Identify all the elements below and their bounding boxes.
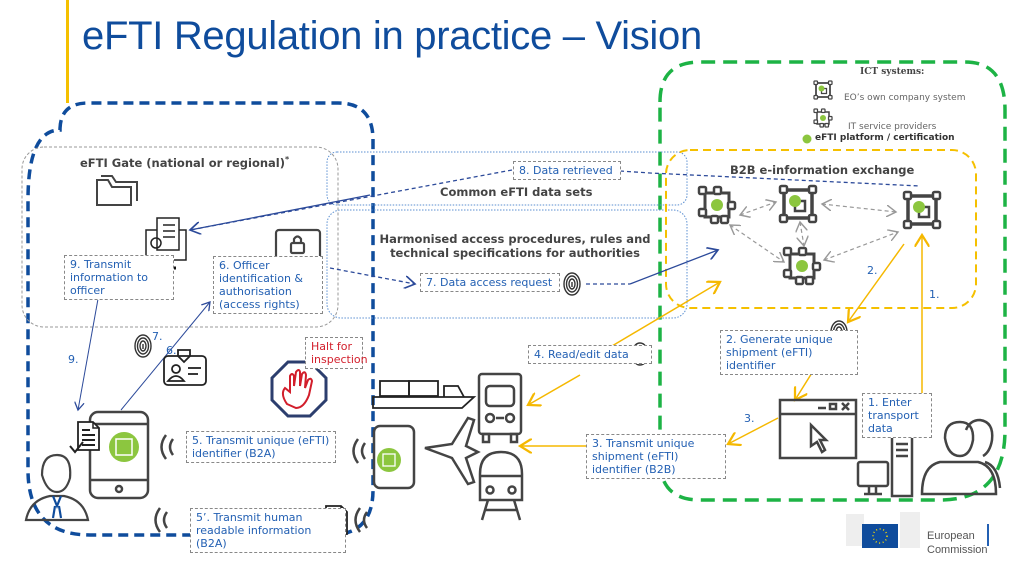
step-7-label: 7. Data access request	[420, 273, 560, 292]
arrow-number-9: 9.	[68, 353, 79, 366]
logo-line-1: European	[927, 530, 975, 542]
step-2-label: 2. Generate unique shipment (eFTI) ident…	[720, 330, 858, 375]
step-4-label: 4. Read/edit data	[528, 345, 652, 364]
logo-line-2: Commission	[927, 544, 988, 556]
green-dot-legend-icon	[802, 134, 812, 144]
truck-icon	[477, 372, 523, 444]
signal-waves-icon	[352, 437, 367, 465]
id-card-icon	[163, 349, 207, 386]
step-5-label: 5. Transmit unique (eFTI) identifier (B2…	[186, 431, 336, 463]
qr-code-icon	[109, 432, 139, 462]
train-icon	[478, 450, 524, 521]
halt-label: Halt for inspection	[305, 337, 368, 369]
fingerprint-icon	[134, 334, 152, 358]
arrow-number-6: 6.	[166, 344, 177, 357]
step-1-label: 1. Enter transport data	[862, 393, 932, 438]
signal-waves-icon	[160, 433, 175, 461]
step-8-label: 8. Data retrieved	[513, 161, 621, 180]
legend-title: ICT systems:	[860, 67, 925, 77]
step-9-label: 9. Transmit information to officer	[64, 255, 174, 300]
it-provider-node	[782, 246, 822, 286]
company-system-node	[902, 190, 942, 230]
desktop-computer-icon	[856, 432, 914, 498]
legend-efti-platform: eFTI platform / certification	[815, 133, 955, 143]
signal-waves-icon	[354, 506, 369, 534]
company-system-node	[778, 184, 818, 224]
legend-it-providers: IT service providers	[848, 122, 937, 132]
common-data-zone-border	[326, 151, 688, 206]
page-title: eFTI Regulation in practice – Vision	[82, 14, 702, 58]
b2b-zone-border	[665, 149, 977, 309]
plane-icon	[424, 416, 481, 486]
legend-company-system: EO’s own company system	[844, 93, 966, 103]
gate-zone-border	[21, 146, 339, 328]
harmonised-zone-border	[326, 209, 688, 319]
driver-phone-icon	[372, 424, 416, 490]
browser-window-icon	[778, 398, 858, 460]
halt-sign-icon	[270, 360, 328, 418]
officer-phone-icon	[88, 410, 150, 500]
arrow-number-3: 3.	[744, 412, 755, 425]
gate-zone-title: eFTI Gate (national or regional)*	[80, 155, 290, 170]
fingerprint-icon	[563, 272, 581, 296]
arrow-number-2: 2.	[867, 264, 878, 277]
users-icon	[920, 418, 1002, 496]
it-provider-legend-icon	[813, 108, 833, 128]
arrow-number-1: 1.	[929, 288, 940, 301]
title-accent-line	[66, 0, 69, 103]
it-provider-node	[697, 185, 737, 225]
european-commission-logo	[846, 512, 989, 548]
company-system-legend-icon	[813, 80, 833, 100]
arrow-number-7: 7.	[152, 330, 163, 343]
ship-icon	[372, 380, 477, 409]
business-zone-border	[658, 60, 1007, 502]
step-6-label: 6. Officer identification & authorisatio…	[213, 256, 323, 314]
officer-icon	[24, 453, 90, 522]
folder-icon	[96, 175, 138, 206]
document-icon	[69, 421, 100, 453]
common-data-title: Common eFTI data sets	[440, 185, 593, 199]
step-5b-label: 5’. Transmit human readable information …	[190, 508, 346, 553]
harmonised-title: Harmonised access procedures, rules and …	[379, 232, 651, 260]
european-commission-text: European Commission	[927, 529, 988, 557]
b2b-zone-title: B2B e-information exchange	[730, 163, 915, 177]
signal-waves-icon	[154, 506, 169, 534]
authority-zone-border	[26, 101, 375, 537]
step-3-label: 3. Transmit unique shipment (eFTI) ident…	[586, 434, 726, 479]
